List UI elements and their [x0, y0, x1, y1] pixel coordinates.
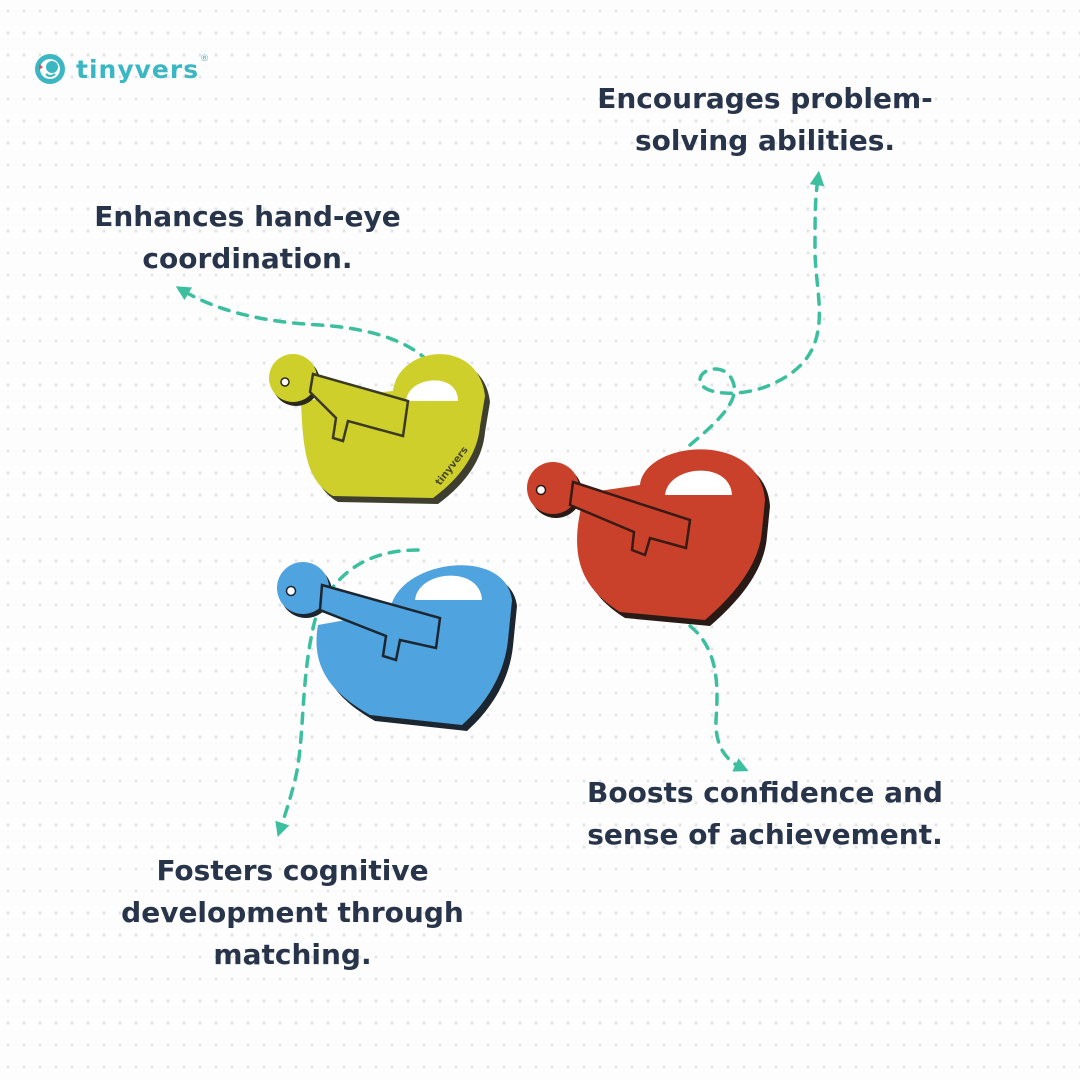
callout-cognitive: Fosters cognitive development through ma…: [121, 854, 464, 971]
brand-name: tinyvers: [76, 54, 200, 84]
arrow-confidence: [688, 624, 749, 772]
yellow-key: [269, 354, 410, 443]
callout-confidence: Boosts confidence and sense of achieveme…: [587, 776, 943, 851]
red-lock: [527, 449, 770, 626]
tinyvers-logo-icon: [35, 54, 65, 84]
blue-lock: [277, 562, 517, 731]
registered-mark: ®: [200, 54, 210, 64]
blue-key: [277, 562, 442, 662]
arrow-problem-solving: [688, 170, 825, 447]
arrow-cognitive: [275, 548, 420, 837]
callout-hand-eye: Enhances hand-eye coordination.: [94, 200, 401, 275]
yellow-lock: tinyvers: [269, 354, 490, 504]
callout-problem-solving: Encourages problem- solving abilities.: [597, 82, 933, 157]
red-key: [527, 462, 692, 557]
brand-logo: tinyvers ®: [30, 52, 209, 86]
